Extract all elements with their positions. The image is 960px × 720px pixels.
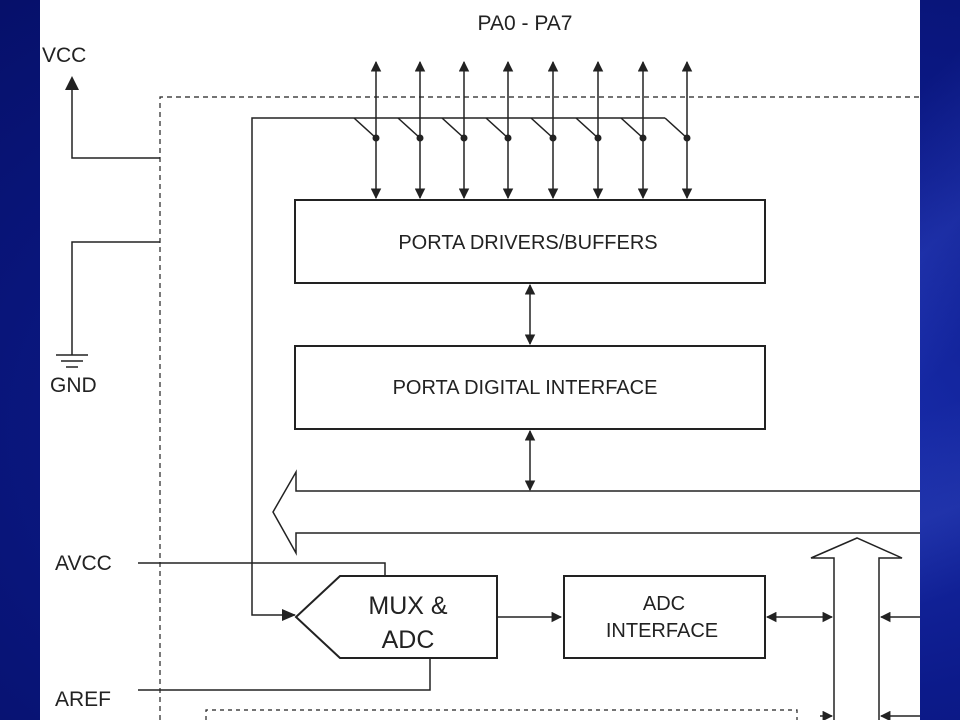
mux-adc-label-line1: MUX & [368, 592, 448, 620]
adc-interface-label-line2: INTERFACE [606, 620, 718, 642]
mux-input-arrow-icon [282, 609, 296, 621]
porta-drivers-label: PORTA DRIVERS/BUFFERS [398, 232, 657, 254]
mux-adc-label-line2: ADC [382, 626, 435, 654]
gnd-wire [71, 241, 160, 355]
vcc-arrow-icon [65, 76, 79, 90]
aref-wire [138, 658, 431, 691]
lower-dashed-block [205, 709, 798, 720]
adc-interface-block [563, 575, 766, 659]
tap-dots [372, 134, 691, 142]
vcc-wire [71, 88, 160, 159]
data-bus-arrow [272, 469, 920, 556]
ground-symbol-icon [56, 354, 88, 368]
porta-drivers-block [294, 199, 766, 284]
analog-feed-line [251, 117, 688, 616]
mux-adc-block [294, 575, 498, 659]
adc-interface-label-line1: ADC [643, 593, 685, 615]
avcc-wire [138, 562, 386, 576]
vcc-label: VCC [42, 44, 86, 67]
porta-digital-interface-label: PORTA DIGITAL INTERFACE [393, 377, 658, 399]
vertical-bus-arrow [810, 537, 903, 720]
gnd-label: GND [50, 374, 97, 397]
porta-digital-interface-block [294, 345, 766, 430]
pins-bus-label: PA0 - PA7 [478, 12, 573, 35]
aref-label: AREF [55, 688, 111, 711]
chip-boundary [159, 96, 920, 720]
avcc-label: AVCC [55, 552, 112, 575]
port-pins [370, 60, 693, 200]
